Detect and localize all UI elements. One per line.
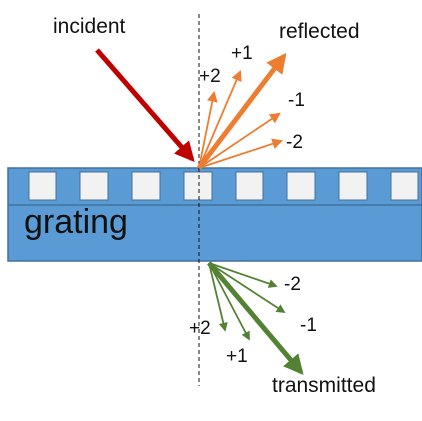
reflected-order-plus2-ray [198, 90, 218, 169]
slit [390, 171, 419, 201]
transmitted-order-label: +2 [189, 318, 211, 339]
slit [79, 171, 109, 201]
transmitted-order-minus2-ray [208, 262, 278, 288]
transmitted-order-plus2-ray [208, 262, 228, 332]
transmitted-order-label: -2 [284, 274, 301, 295]
incident-label: incident [53, 15, 126, 38]
slit [183, 171, 213, 201]
reflected-order-minus1-ray [198, 112, 281, 169]
slit [338, 171, 368, 201]
slit [286, 171, 316, 201]
reflected-label: reflected [279, 20, 360, 43]
transmitted-order-0-ray [207, 261, 304, 376]
reflected-order-label: -1 [288, 90, 305, 111]
reflected-order-label: +1 [231, 43, 253, 64]
transmitted-order-label: +1 [226, 346, 248, 367]
slit [28, 171, 57, 201]
incident-ray [95, 48, 195, 163]
reflected-order-minus2-ray [198, 138, 284, 169]
reflected-order-0-ray [197, 52, 287, 170]
reflected-order-label: -2 [286, 132, 303, 153]
slit [235, 171, 264, 201]
transmitted-order-label: -1 [300, 315, 317, 336]
transmitted-order-plus1-ray [208, 262, 250, 341]
reflected-order-plus1-ray [198, 70, 242, 169]
transmitted-order-minus1-ray [208, 262, 286, 313]
transmitted-label: transmitted [272, 374, 376, 397]
slit [131, 171, 161, 201]
grating-label: grating [24, 203, 128, 241]
reflected-order-label: +2 [199, 66, 221, 87]
grating-slits [28, 171, 419, 201]
